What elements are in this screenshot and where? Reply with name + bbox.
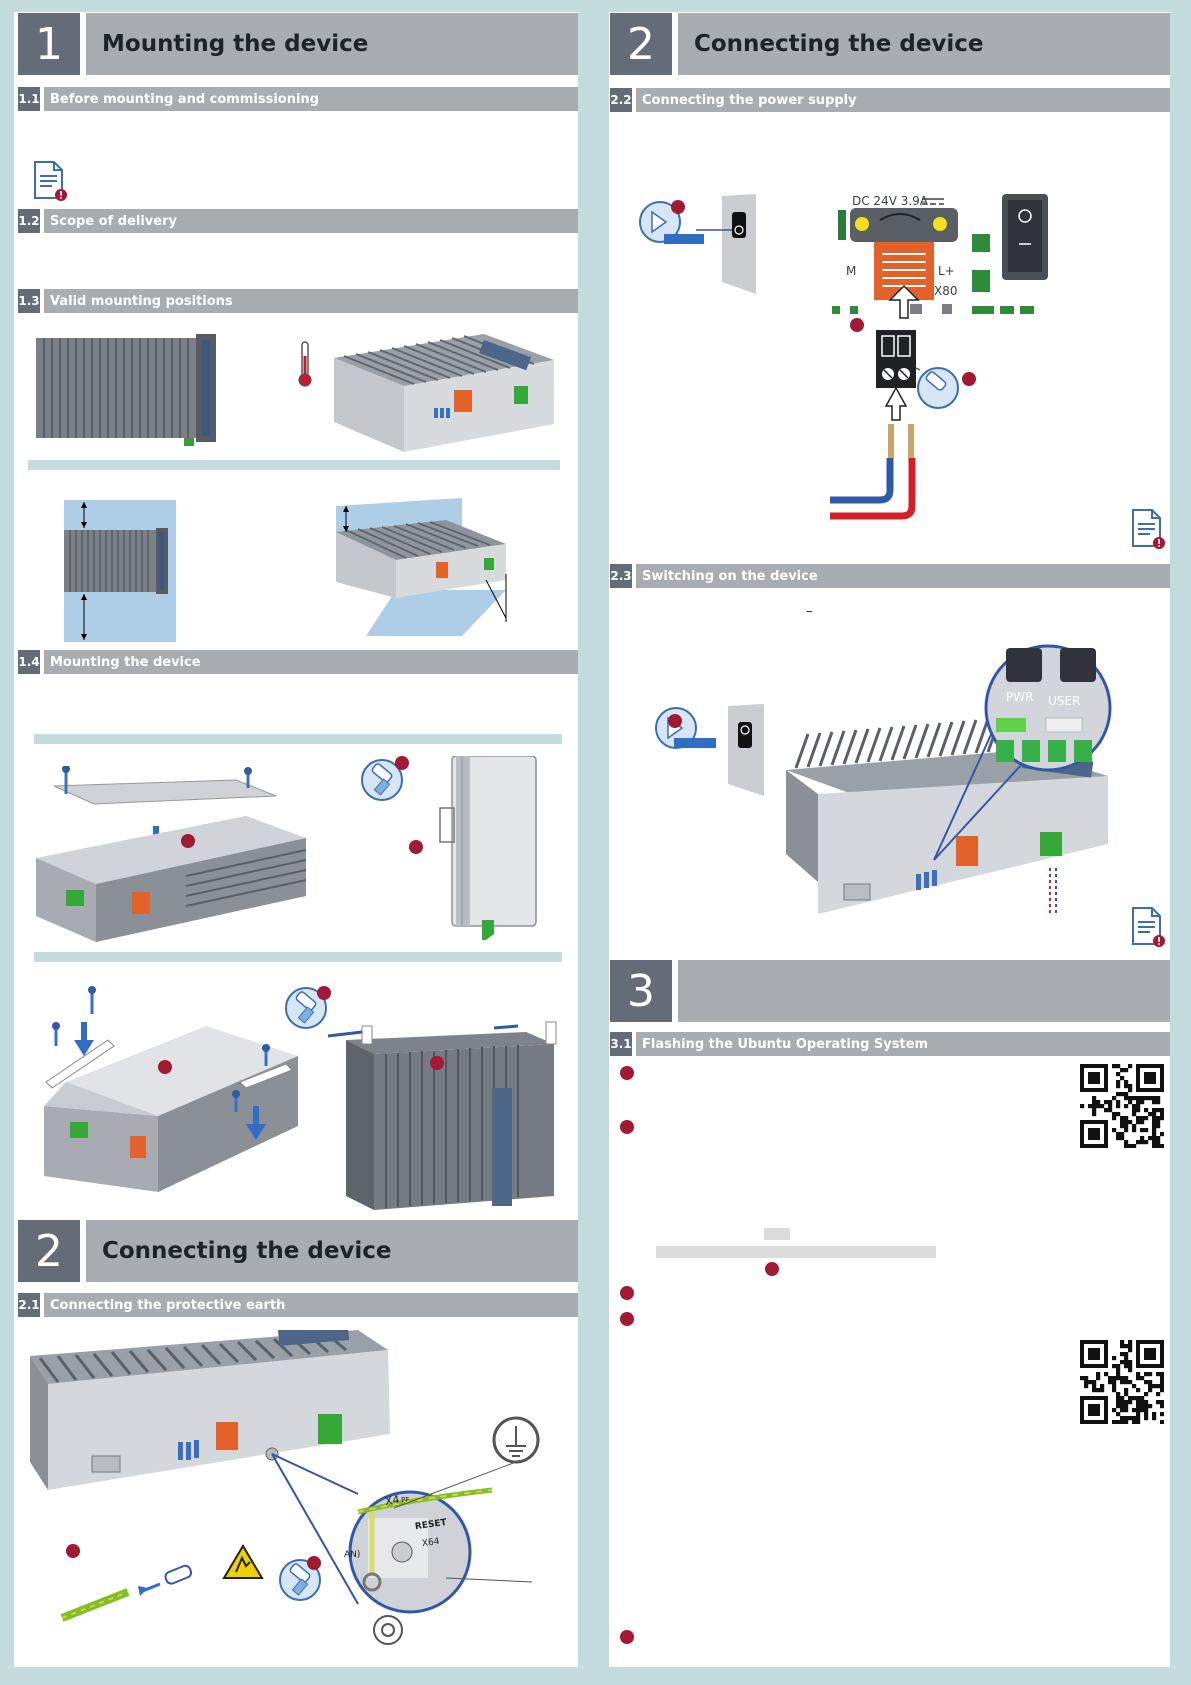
wall-bracket-mounting-illustration: [44, 986, 298, 1192]
subsection-2-1-header: 2.1 Connecting the protective earth: [18, 1293, 578, 1317]
dash-text: –: [806, 604, 813, 619]
subsection-2-3-header: 2.3 Switching on the device: [610, 564, 1170, 588]
user-led-label: USER: [1048, 694, 1081, 708]
floor-mount-clearance-illustration: [336, 498, 507, 636]
x4-label: X4: [384, 1493, 401, 1508]
power-rating-label: DC 24V 3.9A: [852, 194, 929, 208]
thermometer-icon: [298, 341, 312, 387]
step-marker: [671, 200, 685, 214]
qr-code-icon[interactable]: [1080, 1064, 1165, 1149]
pf-label: PF: [401, 1496, 410, 1504]
step-marker: [850, 318, 864, 332]
step-marker: [181, 834, 195, 848]
section-2-header: 2 Connecting the device: [18, 1220, 578, 1282]
section-number: 1: [18, 13, 80, 75]
section-1-header: 1 Mounting the device: [18, 13, 578, 75]
device-led-illustration: [786, 644, 1112, 914]
section-number: 2: [18, 1220, 80, 1282]
step-marker: [962, 372, 976, 386]
step-marker: [620, 1286, 634, 1300]
subsection-1-2-header: 1.2 Scope of delivery: [18, 209, 578, 233]
subsection-title: Switching on the device: [636, 564, 1170, 588]
section-2-header: 2 Connecting the device: [610, 13, 1170, 75]
an-label: AN): [344, 1550, 361, 1560]
m-terminal-label: M: [846, 264, 857, 278]
pwr-led-label: PWR: [1006, 690, 1034, 704]
subsection-1-3-header: 1.3 Valid mounting positions: [18, 289, 578, 313]
section-title: [678, 960, 1170, 1022]
subsection-3-1-header: 3.1 Flashing the Ubuntu Operating System: [610, 1032, 1170, 1056]
divider: [34, 734, 562, 744]
section-title: Connecting the device: [86, 1220, 578, 1282]
subsection-number: 1.2: [18, 209, 40, 233]
document-warning-icon: [34, 161, 67, 201]
section-3-header: 3: [610, 960, 1170, 1022]
subsection-number: 3.1: [610, 1032, 632, 1056]
subsection-title: Before mounting and commissioning: [44, 87, 578, 111]
step-marker: [668, 714, 682, 728]
subsection-title: Mounting the device: [44, 650, 578, 674]
subsection-2-2-header: 2.2 Connecting the power supply: [610, 88, 1170, 112]
step-marker: [66, 1544, 80, 1558]
dc-symbol-icon: [922, 198, 944, 205]
subsection-number: 1.4: [18, 650, 40, 674]
section-title: Connecting the device: [678, 13, 1170, 75]
section-number: 3: [610, 960, 672, 1022]
protective-earth-illustration: [30, 1330, 540, 1645]
step-marker: [620, 1120, 634, 1134]
lplus-terminal-label: L+: [938, 264, 955, 278]
power-switch-icon: [639, 194, 756, 294]
subsection-number: 2.2: [610, 88, 632, 112]
screwdriver-icon: [285, 987, 327, 1029]
step-marker: [430, 1056, 444, 1070]
device-front-illustration: [36, 334, 216, 446]
qr-code-icon[interactable]: [1080, 1340, 1165, 1425]
device-upright-illustration: [327, 1021, 557, 1210]
step-marker: [620, 1630, 634, 1644]
grey-placeholder-box: [764, 1228, 790, 1240]
step-marker: [307, 1556, 321, 1570]
step-marker: [620, 1312, 634, 1326]
subsection-number: 2.3: [610, 564, 632, 588]
subsection-1-4-header: 1.4 Mounting the device: [18, 650, 578, 674]
din-rail-side-illustration: [439, 756, 537, 940]
device-iso-illustration: [334, 334, 554, 452]
step-marker: [620, 1066, 634, 1080]
screwdriver-icon: [279, 1559, 321, 1601]
subsection-title: Connecting the power supply: [636, 88, 1170, 112]
step-marker: [765, 1262, 779, 1276]
step-marker: [158, 1060, 172, 1074]
subsection-number: 1.3: [18, 289, 40, 313]
subsection-title: Flashing the Ubuntu Operating System: [636, 1032, 1170, 1056]
x80-label: X80: [934, 284, 958, 298]
power-connector-illustration: [830, 194, 1048, 520]
section-number: 2: [610, 13, 672, 75]
section-title: Mounting the device: [86, 13, 578, 75]
esd-warning-icon: [222, 1544, 264, 1579]
wall-mount-clearance-illustration: [64, 500, 176, 642]
subsection-1-1-header: 1.1 Before mounting and commissioning: [18, 87, 578, 111]
divider: [28, 460, 560, 470]
subsection-title: Scope of delivery: [44, 209, 578, 233]
document-warning-icon: [1132, 509, 1165, 549]
subsection-title: Connecting the protective earth: [44, 1293, 578, 1317]
subsection-number: 1.1: [18, 87, 40, 111]
step-marker: [395, 756, 409, 770]
subsection-title: Valid mounting positions: [44, 289, 578, 313]
subsection-number: 2.1: [18, 1293, 40, 1317]
step-marker: [317, 986, 331, 1000]
din-rail-mounting-illustration: [36, 766, 307, 942]
grey-placeholder-bar: [656, 1246, 936, 1258]
divider: [34, 952, 562, 962]
step-marker: [409, 840, 423, 854]
document-warning-icon: [1132, 907, 1165, 947]
screwdriver-icon: [361, 759, 403, 801]
